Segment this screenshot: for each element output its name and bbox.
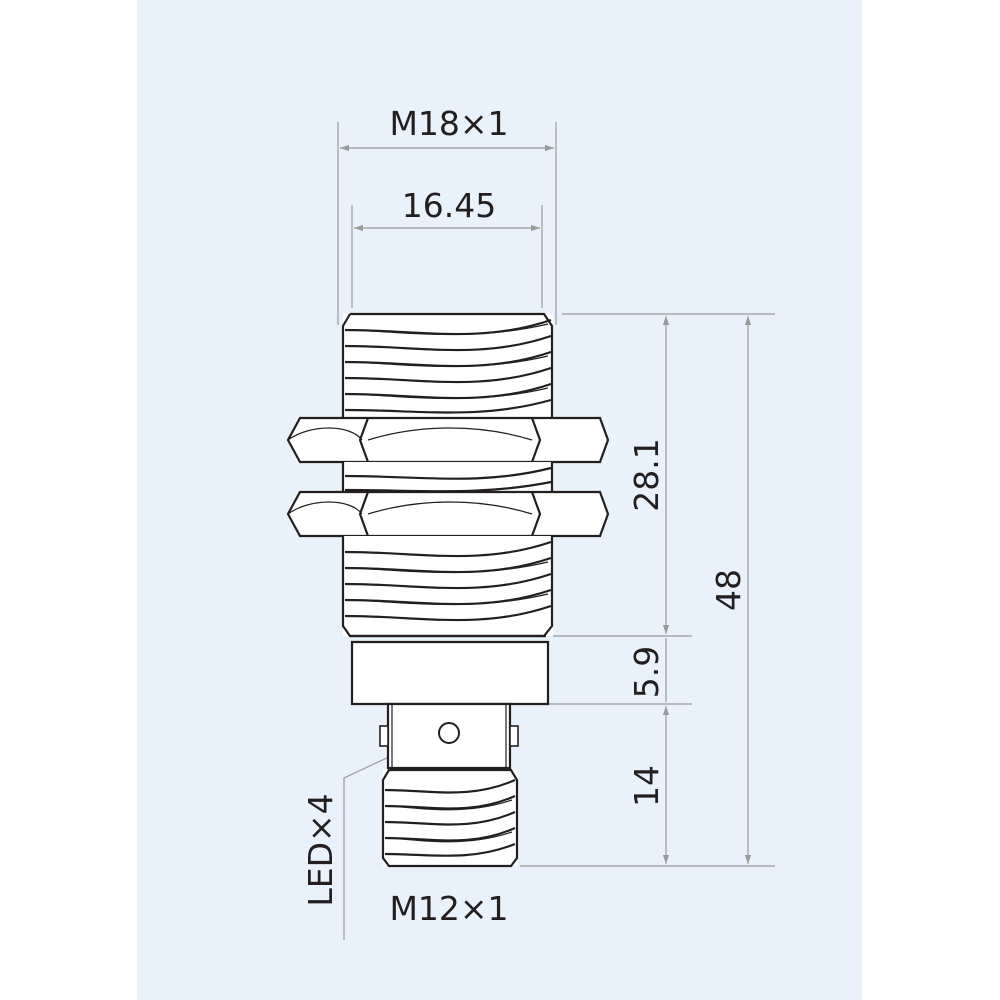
led-indicator: [438, 722, 460, 744]
drawing-panel: M18×1 16.45 28.1 48 5.9 14 M12×1 LED×4: [137, 0, 862, 1000]
extension-lines: [337, 122, 775, 867]
label-outer-thread: M18×1: [389, 104, 508, 143]
lower-thread: [341, 536, 554, 638]
hex-nut-lower: [286, 490, 610, 538]
middle-thread: [341, 462, 554, 493]
label-thread-length: 28.1: [627, 438, 666, 511]
dimension-lines: [340, 144, 752, 940]
label-inner-diameter: 16.45: [402, 186, 496, 225]
collar: [350, 634, 550, 706]
sensor-dimension-drawing: M18×1 16.45 28.1 48 5.9 14 M12×1 LED×4: [137, 0, 862, 1000]
hex-nut-upper: [286, 416, 610, 464]
label-collar-length: 5.9: [627, 646, 666, 698]
label-led: LED×4: [301, 793, 340, 906]
label-connector-thread: M12×1: [389, 889, 508, 928]
connector-thread: [381, 768, 519, 868]
label-total-length: 48: [709, 569, 748, 611]
label-connector-length: 14: [627, 765, 666, 807]
upper-thread: [341, 312, 554, 418]
